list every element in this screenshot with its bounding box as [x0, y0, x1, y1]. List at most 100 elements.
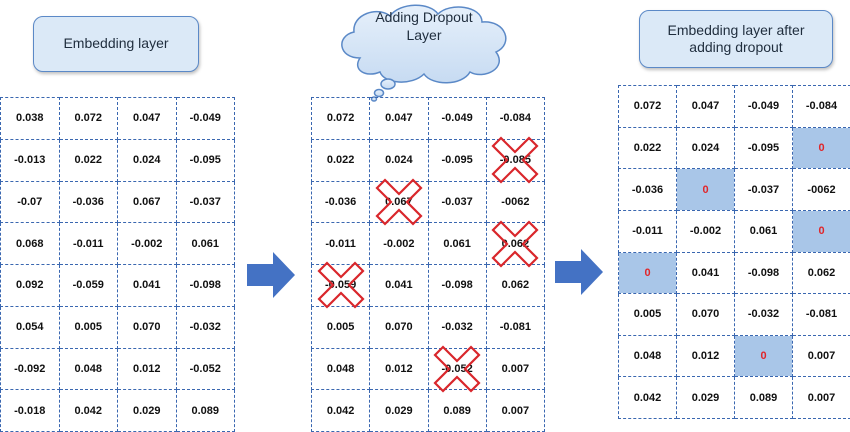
grid-cell: -0.059: [310, 261, 371, 309]
grid-cell: 0.070: [117, 305, 177, 349]
grid-cell: 0.054: [0, 305, 60, 349]
dropped-cell: 0: [792, 209, 850, 253]
grid-cell: -0.052: [427, 345, 487, 393]
grid-cell: -0.085: [485, 136, 546, 184]
cross-mark-icon: [375, 178, 423, 226]
grid-cell: -0.098: [175, 264, 235, 307]
grid-cell: -0.084: [485, 97, 546, 140]
grid-cell: 0.005: [310, 305, 371, 349]
grid-cell: -0.098: [427, 264, 487, 307]
grid-cell: 0.047: [676, 85, 735, 128]
grid-cell: -0.052: [175, 347, 235, 391]
cross-mark-icon: [317, 261, 365, 309]
grid-cell: 0.022: [310, 138, 371, 182]
grid-cell: 0.007: [792, 376, 850, 419]
grid-cell: -0.081: [485, 305, 546, 349]
grid-cell: -0.049: [427, 97, 487, 140]
after-dropout-line1: Embedding layer after: [667, 21, 805, 38]
cross-mark-icon: [491, 136, 539, 184]
grid-cell: 0.024: [676, 126, 735, 170]
grid-cell: 0.012: [369, 347, 429, 391]
right-arrow-icon: [555, 249, 603, 295]
grid-cell: -0.095: [175, 138, 235, 182]
grid-cell: -0.037: [427, 180, 487, 224]
grid-cell: 0.007: [792, 334, 850, 378]
grid-cell: 0.024: [369, 138, 429, 182]
grid-cell: -0.002: [676, 209, 735, 253]
grid-cell: -0.049: [175, 97, 235, 140]
grid-cell: 0.022: [618, 126, 677, 170]
grid-cell: 0.092: [0, 264, 60, 307]
grid-cell: 0.072: [58, 97, 118, 140]
grid-cell: -0.059: [58, 264, 118, 307]
dropped-cell: 0: [618, 251, 677, 295]
grid-cell: -0062: [792, 168, 850, 211]
grid-cell: 0.029: [369, 389, 429, 432]
grid-cell: -0.092: [0, 347, 60, 391]
cross-mark-icon: [433, 345, 481, 393]
grid-cell: 0.062: [485, 264, 546, 307]
grid-cell: -0.036: [58, 180, 118, 224]
grid-cell: 0.047: [117, 97, 177, 140]
grid-cell: 0.089: [734, 376, 793, 419]
grid-cell: 0.024: [117, 138, 177, 182]
grid-cell: -0.011: [310, 222, 371, 265]
grid-cell: 0.062: [485, 220, 546, 268]
grid-cell: 0.007: [485, 389, 546, 432]
dropped-cell: 0: [676, 168, 735, 211]
grid-cell: 0.012: [117, 347, 177, 391]
grid-cell: 0.029: [117, 389, 177, 432]
grid-cell: -0.036: [310, 180, 371, 224]
grid-cell: -0.095: [427, 138, 487, 182]
dropout-cloud-text: Adding Dropout Layer: [334, 8, 514, 44]
grid-cell: -0.018: [0, 389, 60, 432]
grid-cell: 0.070: [369, 305, 429, 349]
grid-cell: 0.007: [485, 347, 546, 391]
grid-cell: 0.067: [117, 180, 177, 224]
grid-cell: 0.072: [618, 85, 677, 128]
grid-cell: -0.049: [734, 85, 793, 128]
grid-cell: 0.029: [676, 376, 735, 419]
grid-cell: 0.089: [175, 389, 235, 432]
grid-cell: 0.061: [427, 222, 487, 265]
grid-cell: 0.022: [58, 138, 118, 182]
grid-cell: -0.032: [734, 293, 793, 336]
grid-cell: -0.098: [734, 251, 793, 295]
grid-cell: 0.042: [310, 389, 371, 432]
grid-cell: 0.041: [369, 264, 429, 307]
grid-cell: 0.047: [369, 97, 429, 140]
grid-cell: -0.07: [0, 180, 60, 224]
grid-cell: -0.011: [618, 209, 677, 253]
grid-cell: -0062: [485, 180, 546, 224]
after-dropout-line2: adding dropout: [689, 39, 783, 55]
grid-cell: 0.070: [676, 293, 735, 336]
grid-cell: 0.048: [58, 347, 118, 391]
grid-cell: 0.038: [0, 97, 60, 140]
grid-cell: 0.048: [618, 334, 677, 378]
grid-cell: 0.041: [117, 264, 177, 307]
grid-cell: -0.013: [0, 138, 60, 182]
grid-cell: -0.002: [117, 222, 177, 265]
